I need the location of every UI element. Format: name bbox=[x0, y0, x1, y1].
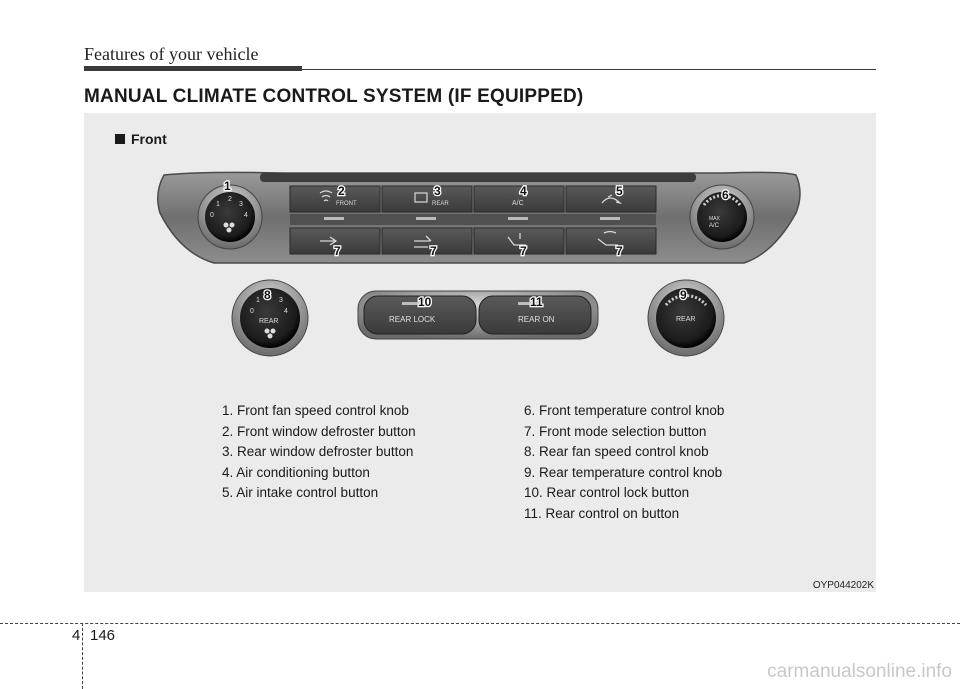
climate-panel-illustration: FRONT REAR A/C 0 1 2 3 4 MAX A/C bbox=[157, 171, 801, 357]
middle-divider bbox=[290, 214, 656, 225]
callout-7d: 7 bbox=[616, 244, 623, 258]
mode-face-icon bbox=[320, 236, 338, 246]
rear-fan-scale-4: 4 bbox=[284, 308, 288, 315]
figure-code: OYP044202K bbox=[812, 580, 874, 591]
callout-8: 8 bbox=[264, 288, 271, 302]
rear-temp-knob-label: REAR bbox=[676, 316, 695, 323]
header-rule-thick bbox=[84, 66, 302, 71]
legend-item: 9. Rear temperature control knob bbox=[524, 464, 723, 480]
legend-item: 3. Rear window defroster button bbox=[222, 444, 414, 459]
callout-7b: 7 bbox=[430, 244, 437, 258]
header-rule-thin bbox=[302, 69, 876, 70]
max-ac-label-1: MAX bbox=[709, 216, 721, 222]
legend-item: 11. Rear control on button bbox=[524, 505, 680, 521]
callout-2: 2 bbox=[338, 184, 345, 198]
legend-item: 4. Air conditioning button bbox=[222, 464, 370, 480]
callout-5: 5 bbox=[616, 184, 623, 198]
ac-label: A/C bbox=[512, 200, 524, 207]
rear-fan-scale-0: 0 bbox=[250, 308, 254, 315]
legend-left: 1. Front fan speed control knob 2. Front… bbox=[222, 401, 416, 504]
rear-fan-scale-3: 3 bbox=[279, 297, 283, 304]
mode-floor-defrost-icon bbox=[597, 230, 618, 246]
square-bullet-icon bbox=[115, 134, 125, 144]
rear-temp-knob: REAR bbox=[647, 279, 725, 357]
rear-defrost-label: REAR bbox=[432, 201, 449, 207]
legend-item: 8. Rear fan speed control knob bbox=[524, 444, 709, 459]
callout-1: 1 bbox=[224, 179, 231, 193]
chapter-number: 4 bbox=[72, 627, 81, 644]
legend-item: 10. Rear control lock button bbox=[524, 485, 690, 500]
callout-3: 3 bbox=[434, 184, 441, 198]
temp-scale-icon bbox=[702, 194, 742, 206]
rear-fan-knob-label: REAR bbox=[259, 318, 278, 325]
figure-subtitle: Front bbox=[115, 131, 167, 147]
front-fan-scale-3: 3 bbox=[239, 201, 243, 208]
fan-icon bbox=[223, 222, 235, 233]
rear-fan-scale-2: 2 bbox=[268, 292, 272, 299]
chapter-title: Features of your vehicle bbox=[84, 44, 259, 64]
front-temp-knob: MAX A/C bbox=[689, 184, 755, 250]
rear-on-label: REAR ON bbox=[518, 315, 555, 324]
front-fan-scale-4: 4 bbox=[244, 212, 248, 219]
footer-rule bbox=[0, 623, 960, 624]
mode-floor-icon bbox=[507, 233, 526, 246]
footer-divider bbox=[82, 623, 83, 689]
front-defrost-icon bbox=[319, 190, 333, 202]
legend-item: 1. Front fan speed control knob bbox=[222, 403, 409, 418]
rear-fan-knob: 0 1 2 3 4 REAR bbox=[231, 279, 309, 357]
front-fan-scale-0: 0 bbox=[210, 212, 214, 219]
callout-10: 10 bbox=[418, 295, 432, 309]
rear-defrost-icon bbox=[414, 192, 428, 203]
front-fan-knob: 0 1 2 3 4 bbox=[197, 184, 263, 250]
rear-button-pod: REAR LOCK REAR ON bbox=[357, 290, 599, 340]
max-ac-label-2: A/C bbox=[709, 223, 720, 229]
rear-temp-scale-icon bbox=[664, 294, 708, 307]
watermark: carmanualsonline.info bbox=[767, 661, 952, 682]
callout-11: 11 bbox=[530, 295, 543, 309]
front-defrost-label: FRONT bbox=[336, 201, 357, 207]
callout-7c: 7 bbox=[520, 244, 527, 258]
air-intake-icon bbox=[601, 194, 622, 205]
rear-fan-icon bbox=[264, 328, 276, 339]
legend-item: 2. Front window defroster button bbox=[222, 423, 416, 439]
section-title: MANUAL CLIMATE CONTROL SYSTEM (IF EQUIPP… bbox=[84, 86, 584, 107]
mode-bilevel-icon bbox=[414, 235, 432, 248]
figure-subtitle-text: Front bbox=[131, 131, 167, 147]
callout-9: 9 bbox=[680, 288, 687, 302]
callout-4: 4 bbox=[520, 184, 527, 198]
page-number: 146 bbox=[90, 627, 116, 644]
legend-item: 5. Air intake control button bbox=[222, 485, 379, 500]
rear-fan-scale-1: 1 bbox=[256, 297, 260, 304]
legend-item: 7. Front mode selection button bbox=[524, 423, 707, 439]
rear-lock-label: REAR LOCK bbox=[389, 315, 436, 324]
top-slot bbox=[260, 173, 696, 182]
callout-6: 6 bbox=[722, 188, 729, 202]
callout-7a: 7 bbox=[334, 244, 341, 258]
legend-right: 6. Front temperature control knob 7. Fro… bbox=[524, 401, 724, 524]
legend-item: 6. Front temperature control knob bbox=[524, 403, 725, 418]
front-fan-scale-1: 1 bbox=[216, 201, 220, 208]
front-fan-scale-2: 2 bbox=[228, 196, 232, 203]
